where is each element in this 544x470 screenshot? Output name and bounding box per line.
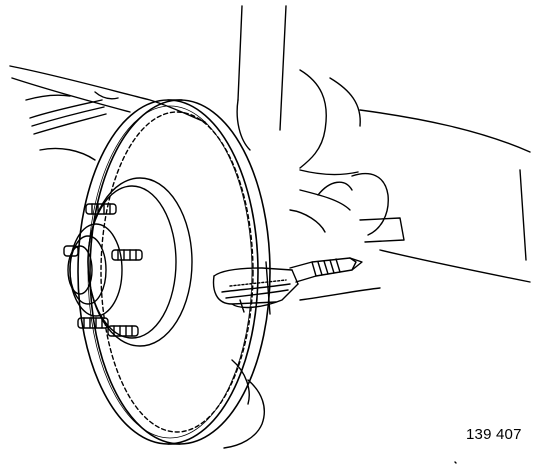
leader-tick bbox=[455, 462, 456, 463]
wheel-stud bbox=[64, 246, 78, 256]
reference-number: 139 407 bbox=[466, 426, 522, 443]
gauge-spindle bbox=[290, 258, 362, 282]
rotor-hub bbox=[68, 178, 192, 346]
wheel-stud bbox=[78, 318, 108, 328]
strut-assembly bbox=[237, 6, 360, 168]
dust-shield bbox=[224, 360, 264, 448]
steering-knuckle bbox=[290, 170, 404, 242]
wheel-studs bbox=[64, 204, 142, 336]
brake-rotor bbox=[78, 100, 270, 444]
wheel-stud bbox=[86, 204, 116, 214]
wiring-harness bbox=[26, 92, 118, 160]
measuring-gauge bbox=[214, 262, 298, 314]
underbody-outline bbox=[300, 110, 530, 300]
wheel-stud bbox=[108, 326, 138, 336]
wheel-stud bbox=[112, 250, 142, 260]
fender-outline bbox=[10, 66, 205, 122]
